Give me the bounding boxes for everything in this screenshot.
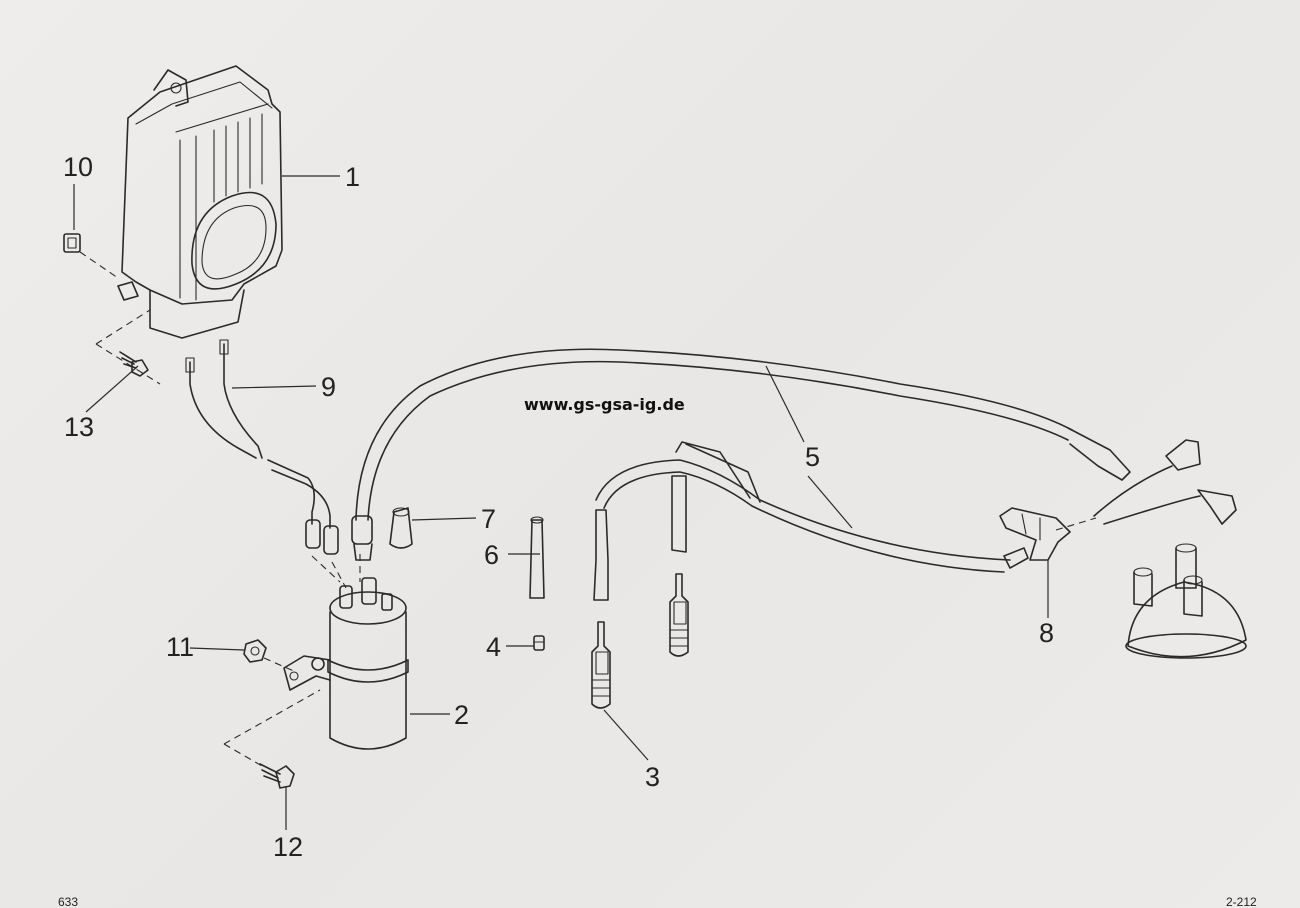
callout-2: 2	[454, 700, 469, 730]
footer-page-left: 633	[58, 895, 78, 908]
screw-part-13	[95, 309, 161, 385]
callout-5: 5	[805, 442, 820, 472]
sleeve-part-6	[529, 516, 545, 599]
callout-labels: 1 2 3 4 5 6 7 8 9 10 11 12 13	[63, 152, 1054, 862]
callout-13: 13	[64, 412, 94, 442]
website-label: www.gs-gsa-ig.de	[524, 395, 685, 414]
footer-page-right: 2-212	[1226, 895, 1257, 908]
leader-lines	[73, 175, 1049, 830]
callout-4: 4	[486, 632, 501, 662]
callout-9: 9	[321, 372, 336, 402]
clip-part-10	[63, 233, 119, 279]
ignition-module-part	[117, 65, 283, 339]
wiring-harness-part-9	[185, 339, 347, 589]
callout-6: 6	[484, 540, 499, 570]
callout-3: 3	[645, 762, 660, 792]
callout-7: 7	[481, 504, 496, 534]
callout-12: 12	[273, 832, 303, 862]
spark-plug-part-3	[591, 573, 689, 709]
distributor-cap	[1125, 543, 1247, 659]
callout-1: 1	[345, 162, 360, 192]
nut-part-11	[243, 639, 297, 673]
boot-part-7	[389, 507, 413, 549]
ignition-coil-part-2	[283, 554, 409, 750]
callout-8: 8	[1039, 618, 1054, 648]
connector-part-4	[533, 635, 545, 651]
callout-11: 11	[166, 632, 194, 662]
callout-10: 10	[63, 152, 93, 182]
bolt-part-12	[223, 689, 321, 789]
bracket-part-8	[999, 507, 1097, 561]
ht-leads-part-5	[351, 348, 1237, 601]
